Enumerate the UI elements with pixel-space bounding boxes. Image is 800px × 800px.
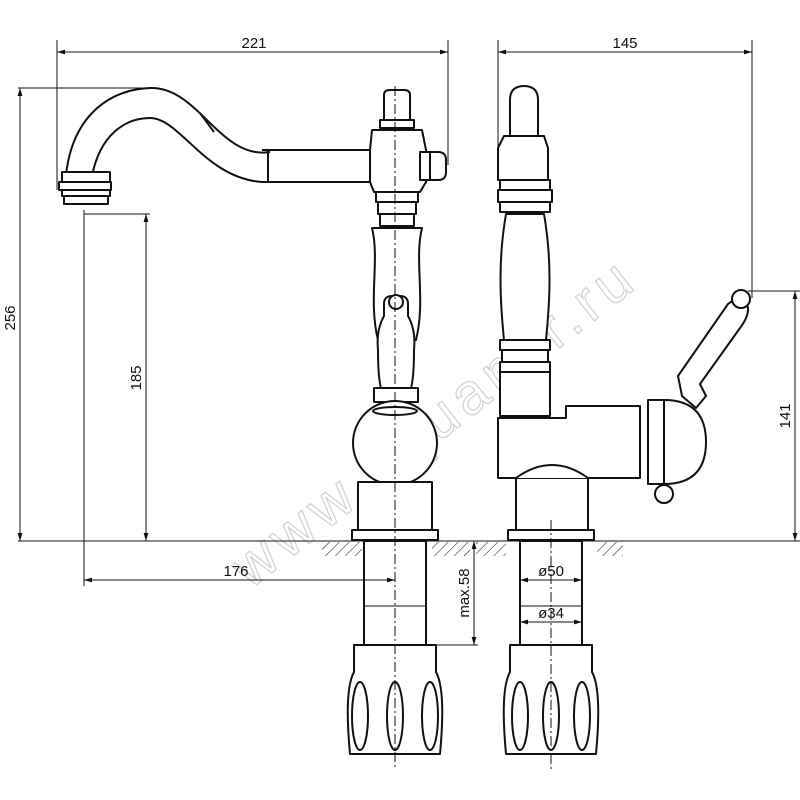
dimension-141: 141 [748, 290, 800, 541]
porcelain-handle [677, 298, 749, 409]
countertop-line [18, 540, 800, 556]
side-view-faucet [497, 85, 751, 755]
side-body [497, 405, 641, 479]
dimension-label-221: 221 [241, 35, 266, 52]
dimension-d50: ø50 [519, 560, 583, 586]
dimension-label-256: 256 [2, 305, 19, 330]
dimension-label-176: 176 [223, 563, 248, 580]
side-column [499, 213, 551, 341]
top-finial [383, 89, 411, 121]
dimension-label-max58: max.58 [456, 568, 473, 617]
dimension-145: 145 [497, 35, 753, 298]
dimension-d34: ø34 [520, 605, 582, 625]
dimension-label-145: 145 [612, 35, 637, 52]
dimension-185: 185 [84, 213, 150, 541]
dimension-max58: max.58 [436, 541, 478, 646]
dimension-label-d34: ø34 [538, 605, 564, 622]
cartridge-cap [663, 399, 707, 485]
dimension-221: 221 [56, 35, 449, 190]
dimension-label-141: 141 [777, 403, 794, 428]
lever-handle [376, 295, 416, 396]
aerator [61, 171, 111, 183]
side-knob [419, 151, 447, 181]
dimension-256: 256 [2, 87, 150, 541]
dimension-176: 176 [83, 210, 395, 586]
dimension-label-185: 185 [128, 365, 145, 390]
spout-tube [65, 86, 271, 176]
front-view-faucet [58, 86, 447, 755]
dimension-label-d50: ø50 [538, 563, 564, 580]
side-base [515, 477, 589, 531]
